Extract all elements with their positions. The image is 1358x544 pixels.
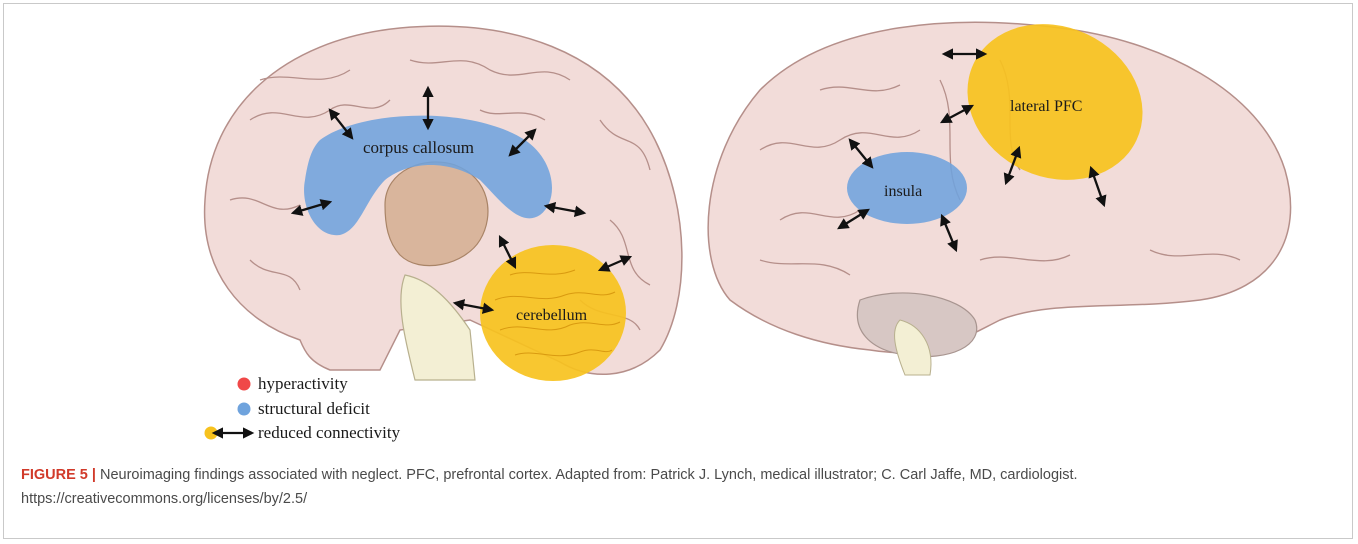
legend-hyperactivity-label: hyperactivity: [258, 374, 348, 393]
lateral-brain-illustration: [708, 0, 1290, 375]
legend-reduced-connectivity-label: reduced connectivity: [258, 423, 401, 442]
legend: hyperactivity structural deficit reduced…: [205, 374, 401, 442]
legend-hyperactivity-swatch: [238, 378, 251, 391]
label-cerebellum: cerebellum: [516, 307, 588, 324]
legend-structural-deficit-swatch: [238, 403, 251, 416]
figure-caption: FIGURE 5 | Neuroimaging findings associa…: [21, 463, 1337, 511]
label-corpus-callosum: corpus callosum: [363, 138, 474, 157]
medial-brain-illustration: [205, 26, 682, 381]
caption-text: Neuroimaging findings associated with ne…: [21, 467, 1078, 507]
label-lateral-pfc: lateral PFC: [1010, 98, 1082, 115]
label-insula: insula: [884, 183, 922, 200]
neuroimaging-figure: corpus callosum cerebellum insula latera…: [0, 0, 1358, 455]
legend-structural-deficit-label: structural deficit: [258, 399, 370, 418]
caption-figure-label: FIGURE 5: [21, 467, 88, 483]
